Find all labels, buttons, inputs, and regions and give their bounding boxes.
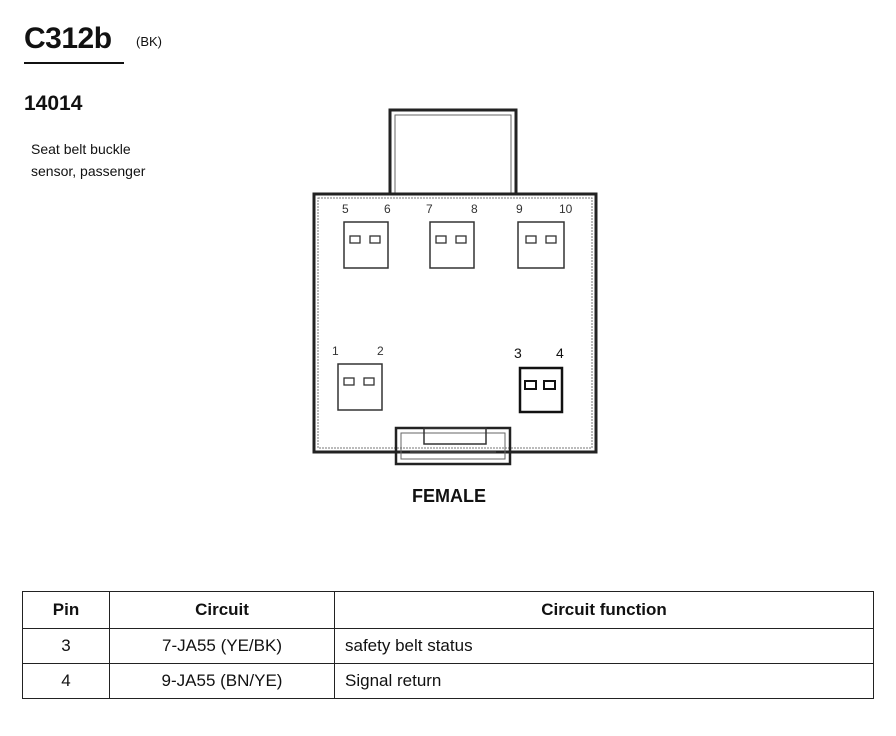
- connector-body: [312, 192, 598, 454]
- connector-bottom-key: [394, 426, 512, 466]
- column-header-circuit-function: Circuit function: [334, 591, 874, 629]
- cavity-1-2: 1 2: [332, 344, 384, 411]
- cell-pin: 4: [22, 663, 110, 699]
- cavity-3-4: 3 4: [514, 345, 564, 414]
- pin-label-8: 8: [471, 202, 478, 216]
- part-number: 14014: [24, 92, 83, 115]
- pin-label-5: 5: [342, 202, 349, 216]
- pin-label-7: 7: [426, 202, 433, 216]
- cell-pin: 3: [22, 628, 110, 664]
- cavity-9-10: 9 10: [516, 202, 573, 269]
- cavity-5-6: 5 6: [342, 202, 391, 269]
- connector-color-code: (BK): [136, 34, 162, 49]
- component-description: Seat belt buckle sensor, passenger: [31, 138, 201, 182]
- pin-label-9: 9: [516, 202, 523, 216]
- cell-circuit: 7-JA55 (YE/BK): [109, 628, 335, 664]
- title-underline: [24, 62, 124, 64]
- pin-table-header-row: Pin Circuit Circuit function: [22, 591, 874, 629]
- table-row: 3 7-JA55 (YE/BK) safety belt status: [22, 628, 874, 664]
- cell-circuit: 9-JA55 (BN/YE): [109, 663, 335, 699]
- description-line-1: Seat belt buckle: [31, 141, 131, 157]
- pin-label-10: 10: [559, 202, 573, 216]
- table-row: 4 9-JA55 (BN/YE) Signal return: [22, 663, 874, 699]
- pin-label-6: 6: [384, 202, 391, 216]
- connector-face-diagram: 5 6 7 8 9 10 1 2 3 4: [312, 108, 598, 466]
- pin-label-4: 4: [556, 345, 564, 361]
- pin-table: Pin Circuit Circuit function 3 7-JA55 (Y…: [22, 591, 874, 699]
- cavity-7-8: 7 8: [426, 202, 478, 269]
- pin-label-1: 1: [332, 344, 339, 358]
- connector-view-label: FEMALE: [412, 486, 486, 506]
- description-line-2: sensor, passenger: [31, 163, 146, 179]
- pin-label-2: 2: [377, 344, 384, 358]
- pin-label-3: 3: [514, 345, 522, 361]
- connector-latch-tab: [388, 108, 518, 196]
- column-header-pin: Pin: [22, 591, 110, 629]
- cell-circuit-function: Signal return: [334, 663, 874, 699]
- column-header-circuit: Circuit: [109, 591, 335, 629]
- cell-circuit-function: safety belt status: [334, 628, 874, 664]
- connector-id: C312b: [24, 22, 112, 55]
